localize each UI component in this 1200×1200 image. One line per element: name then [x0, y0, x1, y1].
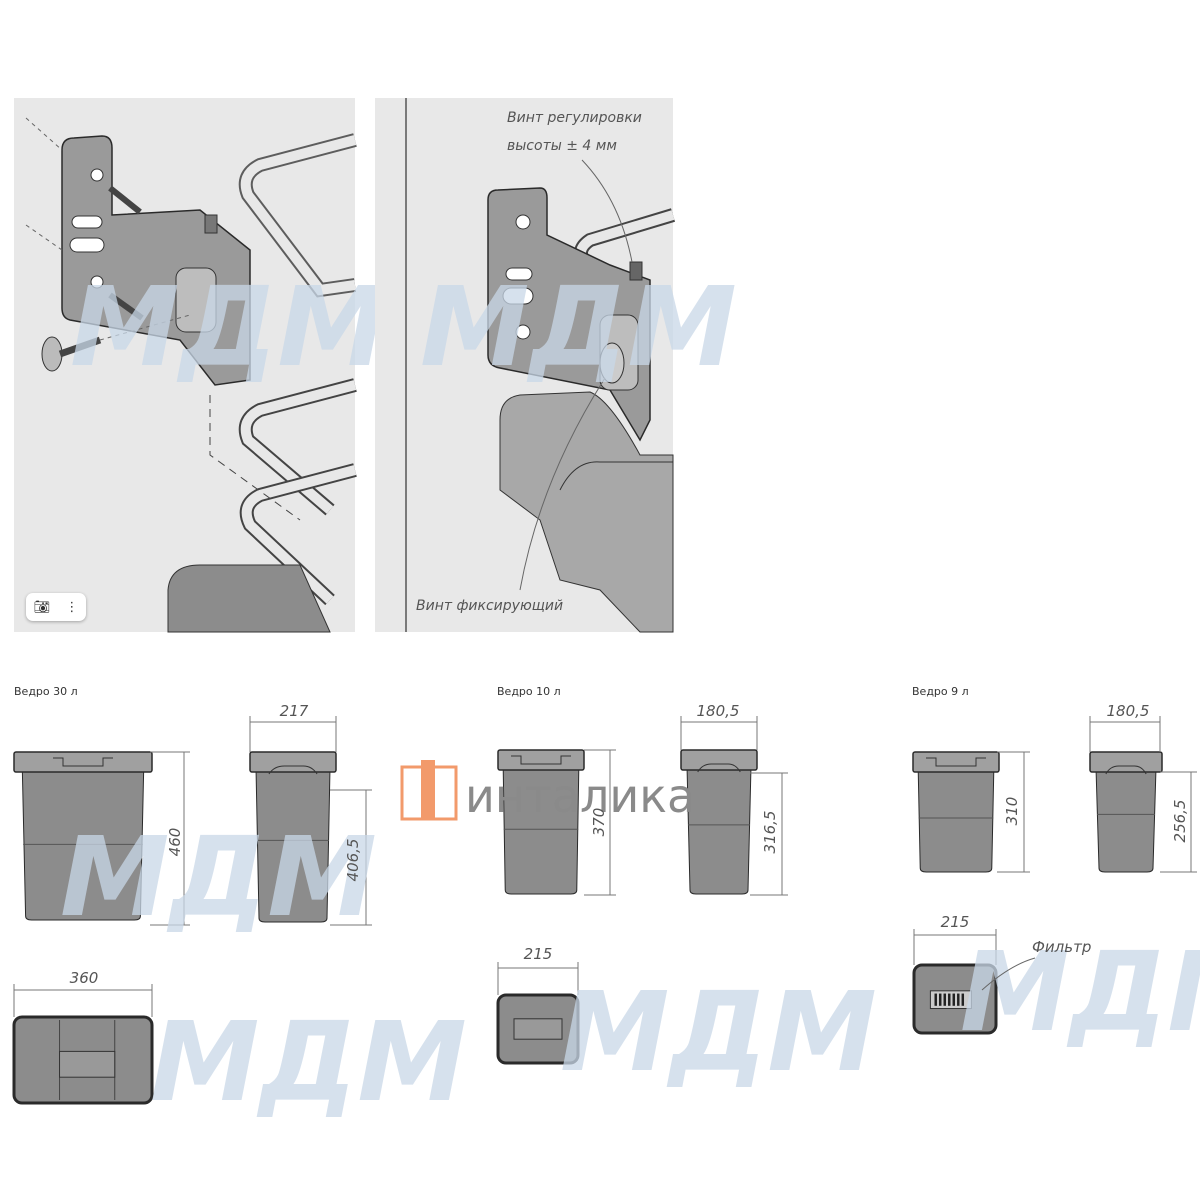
bucket10-side-body	[686, 765, 752, 895]
installation-panel-right: МДМ Винт регулировки высоты ± 4 мм Винт …	[375, 98, 737, 633]
watermark-logo: МДМ	[560, 968, 877, 1096]
brand-logo-text: инталика	[465, 769, 695, 823]
watermark-logo: МДМ	[70, 263, 387, 391]
dim-9-height: 310	[1003, 797, 1021, 826]
bucket9-front-lid-notch	[926, 757, 986, 767]
filter-slot	[957, 993, 960, 1006]
dim-10-height: 370	[590, 808, 608, 837]
bucket10-side-lid-handle	[697, 763, 741, 773]
bucket10-side-lid	[680, 749, 758, 771]
note-height-screw-line2: высоты ± 4 мм	[507, 138, 617, 154]
bucket9-side-lid	[1089, 751, 1163, 773]
bucket-drawings	[12, 716, 1197, 1105]
bucket30-front-lid-notch	[53, 757, 113, 767]
more-vertical-icon[interactable]: ⋮	[65, 599, 79, 615]
bucket-title-9: Ведро 9 л	[912, 685, 969, 698]
bucket10-top-handle	[513, 1018, 563, 1040]
bucket10-front-lid	[497, 749, 585, 771]
note-height-screw-line1: Винт регулировки	[507, 110, 642, 126]
watermark-logo: МДМ	[420, 263, 737, 391]
filter-slot	[934, 993, 937, 1006]
filter-slot	[939, 993, 942, 1006]
dim-30-side-height: 406,5	[344, 839, 362, 882]
watermark-logo: МДМ	[150, 998, 467, 1126]
bucket-title-30: Ведро 30 л	[14, 685, 78, 698]
brand-logo: инталика	[400, 760, 695, 823]
bucket30-side-lid	[249, 751, 337, 773]
camera-icon[interactable]: 📷︎	[33, 599, 51, 615]
watermark-logo: МДМ	[60, 813, 377, 941]
filter-leader-line	[981, 957, 1036, 991]
dim-9-width: 215	[941, 913, 970, 931]
bucket30-top-handle	[59, 1050, 116, 1078]
bucket9-front-body	[917, 767, 995, 873]
bucket30-side-body	[255, 767, 331, 923]
bucket9-side-lid-handle	[1105, 765, 1147, 775]
bucket9-front-lid	[912, 751, 1000, 773]
bucket-title-10: Ведро 10 л	[497, 685, 561, 698]
installation-panel-left: МДМ	[14, 98, 387, 633]
dim-10-depth: 180,5	[697, 702, 740, 720]
filter-slot	[943, 993, 946, 1006]
dim-30-depth: 217	[280, 702, 309, 720]
filter-slot	[961, 993, 965, 1006]
bucket10-front-lid-notch	[511, 755, 571, 765]
filter-slot	[952, 993, 955, 1006]
bucket10-front-body	[502, 765, 580, 895]
dim-10-width: 215	[524, 945, 553, 963]
filter-label: Фильтр	[1032, 938, 1091, 956]
dim-30-width: 360	[70, 969, 99, 987]
dim-30-height: 460	[166, 828, 184, 857]
bucket30-side-lid-handle	[268, 765, 318, 775]
bucket30-front-lid	[13, 751, 153, 773]
dim-9-side-height: 256,5	[1171, 800, 1189, 843]
bucket9-side-body	[1095, 767, 1157, 873]
dim-10-side-height: 316,5	[761, 811, 779, 854]
dim-9-depth: 180,5	[1107, 702, 1150, 720]
note-fixing-screw: Винт фиксирующий	[416, 598, 563, 614]
filter-slot	[948, 993, 951, 1006]
watermark-logo: МДМ	[960, 928, 1200, 1056]
image-toolbar: 📷︎ ⋮	[26, 593, 86, 621]
